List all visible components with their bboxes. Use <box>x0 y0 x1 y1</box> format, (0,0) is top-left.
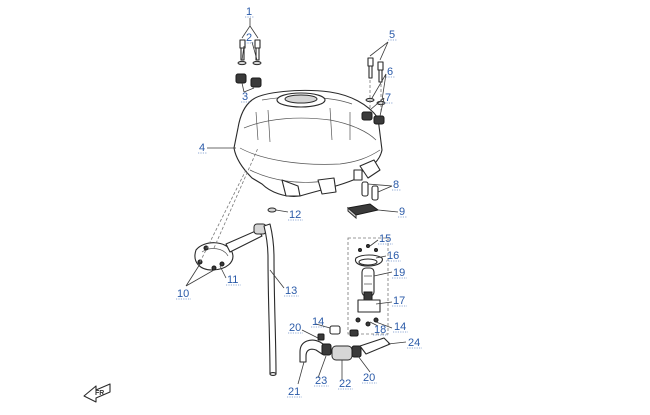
callout-20a: 20 <box>289 322 301 334</box>
callout-2: 2 <box>246 32 252 44</box>
callout-5: 5 <box>389 29 395 41</box>
callout-6: 6 <box>387 66 393 78</box>
callout-16: 16 <box>387 250 399 262</box>
callout-labels: 1 2 3 4 5 6 7 8 9 10 11 12 13 14 14 15 1… <box>177 6 420 398</box>
direction-arrow-label: FR <box>95 390 104 397</box>
callout-8: 8 <box>393 179 399 191</box>
front-direction-arrow: FR <box>83 383 111 403</box>
callout-17-19: 19 <box>393 267 405 279</box>
callout-14a: 14 <box>312 316 324 328</box>
callout-18: 18 <box>374 324 386 336</box>
fuel-pump-assembly <box>347 237 389 335</box>
callout-20b: 20 <box>363 372 375 384</box>
callout-23: 23 <box>315 375 327 387</box>
callout-11: 11 <box>227 274 238 286</box>
callout-3: 3 <box>242 91 248 103</box>
callout-4: 4 <box>199 142 205 154</box>
spacer-pair <box>361 181 379 201</box>
callout-24: 24 <box>408 337 420 349</box>
callout-1: 1 <box>246 6 252 18</box>
clamp-small <box>267 207 277 213</box>
callout-12: 12 <box>289 209 301 221</box>
callout-21: 21 <box>288 386 300 398</box>
callout-15: 15 <box>379 233 391 245</box>
rubber-pad <box>346 203 380 220</box>
callout-underlines <box>176 16 422 398</box>
callout-22: 22 <box>339 378 351 390</box>
callout-13: 13 <box>285 285 297 297</box>
fuel-tank <box>233 89 383 197</box>
callout-17: 17 <box>393 295 405 307</box>
callout-10: 10 <box>177 288 189 300</box>
callout-14b: 14 <box>394 321 406 333</box>
fuel-line-assembly <box>299 325 391 363</box>
overflow-hose <box>263 223 277 376</box>
callout-9: 9 <box>399 206 405 218</box>
callout-7: 7 <box>385 92 391 104</box>
bolt-set-right <box>361 57 386 125</box>
fuel-sender-assembly <box>194 147 267 271</box>
bolt-set-left <box>235 39 262 88</box>
leader-lines <box>185 18 407 385</box>
